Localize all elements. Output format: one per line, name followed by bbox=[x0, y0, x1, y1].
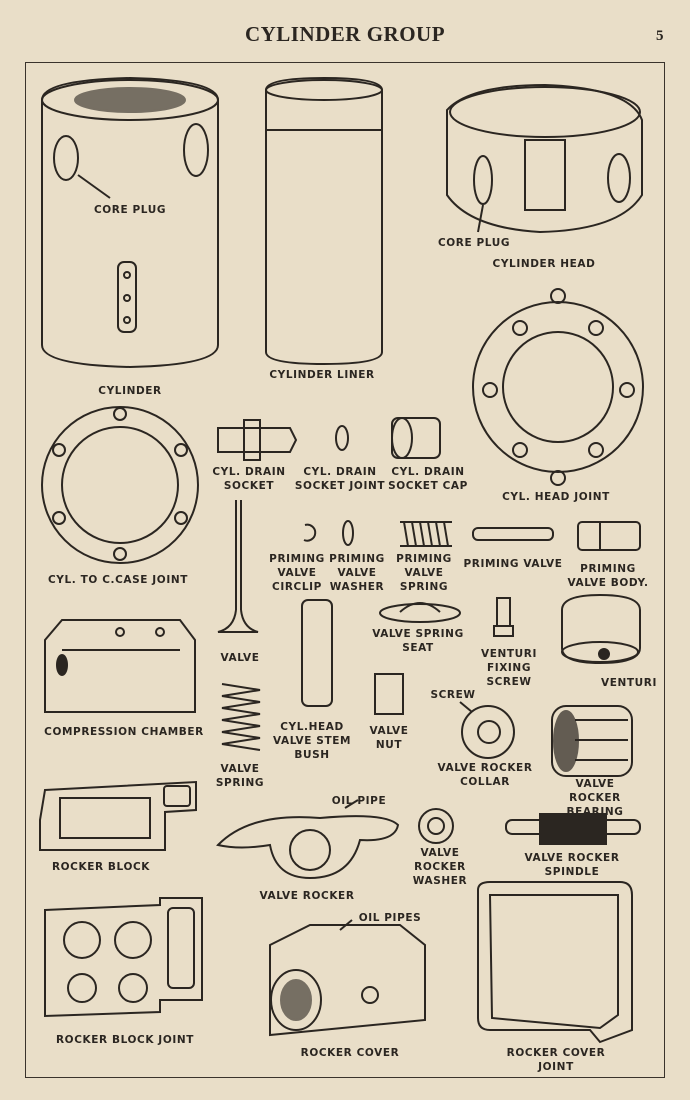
label-rocker-block: ROCKER BLOCK bbox=[51, 861, 151, 873]
lower-middle-parts-drawing bbox=[221, 673, 633, 777]
valve-drawing bbox=[217, 500, 259, 633]
label-rocker-cover-joint: ROCKER COVER JOINT bbox=[506, 1047, 606, 1073]
compression-chamber-drawing bbox=[44, 619, 196, 713]
label-valve-rocker-washer: VALVE ROCKER WASHER bbox=[412, 847, 468, 887]
label-priming-valve: PRIMING VALVE bbox=[463, 558, 563, 570]
label-venturi-fixing-screw: VENTURI FIXING SCREW bbox=[481, 648, 537, 688]
page-title: CYLINDER GROUP bbox=[244, 22, 446, 46]
label-cylinder: CYLINDER bbox=[98, 385, 162, 397]
rocker-block-joint-drawing bbox=[44, 897, 203, 1018]
cylinder-liner-drawing bbox=[265, 76, 383, 366]
cylinder-head-drawing bbox=[446, 83, 643, 234]
label-cylinder-head: CYLINDER HEAD bbox=[492, 258, 596, 270]
page-number: 5 bbox=[656, 28, 664, 44]
label-priming-valve-body: PRIMING VALVE BODY. bbox=[567, 563, 649, 589]
label-cyl-drain-socket-joint: CYL. DRAIN SOCKET JOINT bbox=[294, 466, 386, 492]
label-valve-rocker: VALVE ROCKER bbox=[259, 890, 355, 902]
rocker-cover-drawing bbox=[269, 919, 426, 1037]
rocker-block-drawing bbox=[39, 780, 197, 851]
label-core-plug-head: CORE PLUG bbox=[437, 237, 511, 249]
label-venturi: VENTURI bbox=[601, 677, 657, 689]
cylinder-drawing bbox=[41, 76, 219, 369]
label-oil-pipe: OIL PIPE bbox=[331, 795, 387, 807]
washer-spindle-drawing bbox=[418, 808, 641, 845]
label-valve: VALVE bbox=[220, 652, 260, 664]
label-oil-pipes: OIL PIPES bbox=[358, 912, 422, 924]
priming-parts-drawing bbox=[303, 520, 641, 551]
label-cyl-drain-socket: CYL. DRAIN SOCKET bbox=[212, 466, 286, 492]
label-priming-valve-spring: PRIMING VALVE SPRING bbox=[396, 553, 452, 593]
label-valve-nut: VALVE NUT bbox=[369, 725, 409, 751]
label-core-plug: CORE PLUG bbox=[93, 204, 167, 216]
label-compression-chamber: COMPRESSION CHAMBER bbox=[44, 726, 204, 738]
label-cyl-head-joint: CYL. HEAD JOINT bbox=[502, 491, 610, 503]
label-screw: SCREW bbox=[430, 689, 476, 701]
illustration-frame bbox=[25, 62, 665, 1078]
label-cyl-to-ccase-joint: CYL. TO C.CASE JOINT bbox=[48, 574, 188, 586]
label-priming-valve-washer: PRIMING VALVE WASHER bbox=[329, 553, 385, 593]
label-cyl-head-valve-stem-bush: CYL.HEAD VALVE STEM BUSH bbox=[272, 721, 352, 761]
rocker-cover-joint-drawing bbox=[477, 881, 633, 1044]
cyl-to-ccase-joint-drawing bbox=[41, 406, 199, 564]
middle-parts-drawing bbox=[301, 593, 641, 707]
label-rocker-block-joint: ROCKER BLOCK JOINT bbox=[56, 1034, 194, 1046]
label-valve-spring-seat: VALVE SPRING SEAT bbox=[372, 628, 464, 654]
label-valve-spring: VALVE SPRING bbox=[215, 763, 265, 789]
label-rocker-cover: ROCKER COVER bbox=[300, 1047, 400, 1059]
label-cylinder-liner: CYLINDER LINER bbox=[269, 369, 375, 381]
label-valve-rocker-spindle: VALVE ROCKER SPINDLE bbox=[524, 852, 620, 878]
label-valve-rocker-bearing: VALVE ROCKER BEARING bbox=[566, 778, 624, 818]
cylinder-head-joint-drawing bbox=[472, 288, 644, 486]
label-priming-valve-circlip: PRIMING VALVE CIRCLIP bbox=[269, 553, 325, 593]
valve-rocker-drawing bbox=[216, 799, 400, 880]
label-valve-rocker-collar: VALVE ROCKER COLLAR bbox=[437, 762, 533, 788]
label-cyl-drain-socket-cap: CYL. DRAIN SOCKET CAP bbox=[388, 466, 468, 492]
cyl-drain-parts-drawing bbox=[217, 417, 441, 461]
